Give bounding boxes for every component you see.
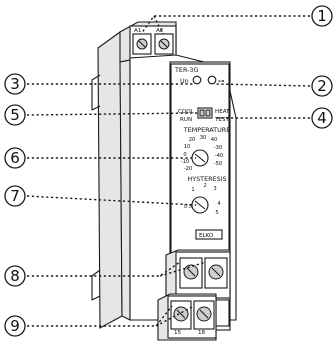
- terminal-label-15: 15: [174, 330, 182, 336]
- mode-switch[interactable]: [197, 107, 213, 119]
- hyst-scale-5: 5: [215, 210, 218, 216]
- callout-9: 9: [4, 315, 26, 337]
- hyst-scale-2: 2: [203, 183, 206, 189]
- temp-scale-40: 40: [211, 137, 218, 143]
- hyst-scale-3: 3: [213, 186, 216, 192]
- hysteresis-title: HYSTERESIS: [187, 175, 226, 183]
- temp-scale-minus30: -30: [214, 145, 222, 151]
- led-relay-label: ⊶: [218, 77, 225, 85]
- hyst-scale-1: 1: [191, 187, 194, 193]
- svg-text:4: 4: [317, 109, 327, 127]
- temperature-title: TEMPERATURE: [183, 126, 230, 134]
- led-un: [192, 75, 202, 85]
- temp-scale-30: 30: [200, 135, 207, 141]
- temp-scale-20: 20: [189, 137, 196, 143]
- svg-text:5: 5: [10, 106, 20, 124]
- svg-text:3: 3: [10, 75, 20, 93]
- model-label: TER-3G: [174, 66, 198, 74]
- brand-label: ELKO: [199, 233, 214, 239]
- callout-7: 7: [4, 185, 26, 207]
- hyst-scale-4: 4: [217, 201, 221, 207]
- terminal-label-a1: A1: [134, 28, 142, 34]
- callout-2: 2: [311, 75, 333, 97]
- callout-3: 3: [4, 73, 26, 95]
- callout-5: 5: [4, 104, 26, 126]
- led-relay: [207, 75, 217, 85]
- switch-label-run: RUN: [180, 117, 192, 123]
- led-un-label: Un: [180, 77, 189, 85]
- temp-scale-minus10: -10: [181, 159, 189, 165]
- callout-1: 1: [311, 5, 333, 27]
- terminal-label-18: 18: [198, 330, 206, 336]
- switch-label-heat: HEAT: [215, 109, 230, 115]
- temp-scale-minus20: -20: [184, 166, 192, 172]
- din-rail-clip: [91, 30, 123, 329]
- temp-scale-10: 10: [184, 144, 191, 150]
- callout-4: 4: [311, 107, 333, 129]
- svg-text:7: 7: [10, 187, 20, 205]
- switch-label-cool: COOL: [178, 109, 195, 115]
- hyst-scale-05: 0.5: [184, 204, 192, 210]
- leader-lines: [26, 15, 311, 327]
- svg-text:6: 6: [10, 149, 20, 167]
- upper-terminal-block: [119, 21, 177, 63]
- lower-terminal-block: [165, 249, 231, 301]
- temp-scale-minus40: -40: [215, 153, 223, 159]
- bottom-terminal-block: [157, 293, 217, 341]
- svg-text:1: 1: [317, 7, 327, 25]
- svg-text:8: 8: [10, 267, 20, 285]
- callout-8: 8: [4, 265, 26, 287]
- temp-scale-minus50: -50: [214, 161, 222, 167]
- svg-text:9: 9: [10, 317, 20, 335]
- terminal-label-a2: A2: [156, 28, 163, 34]
- callout-6: 6: [4, 147, 26, 169]
- temp-scale-0: 0: [183, 152, 186, 158]
- svg-text:2: 2: [317, 77, 327, 95]
- switch-label-test: TEST: [214, 117, 230, 123]
